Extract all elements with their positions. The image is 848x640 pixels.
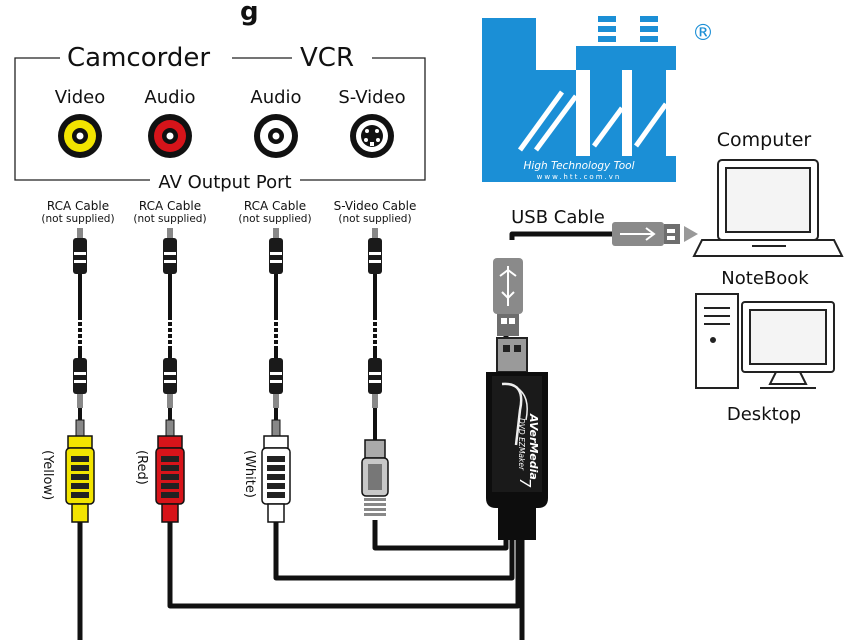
s-video-jack <box>350 114 394 158</box>
cable-layer <box>65 228 389 523</box>
notebook-icon <box>692 159 844 257</box>
cable-name-white: RCA Cable <box>244 199 306 213</box>
white-audio-jack <box>254 114 298 158</box>
device-model: DVD EZMaker <box>517 418 526 471</box>
usb-cable-label: USB Cable <box>511 207 605 228</box>
color-label-white: (White) <box>242 450 257 498</box>
vcr-label: VCR <box>300 43 354 73</box>
logo-tagline: High Technology Tool <box>524 160 635 172</box>
notebook-label: NoteBook <box>721 268 809 289</box>
computer-heading: Computer <box>717 129 812 151</box>
title-fragment: g <box>240 0 259 27</box>
cable-note-red: (not supplied) <box>133 213 206 225</box>
cable-name-s-video: S-Video Cable <box>334 199 417 213</box>
htt-logo <box>482 16 676 182</box>
port-label-audio-red: Audio <box>144 87 195 108</box>
yellow-video-jack <box>58 114 102 158</box>
cable-name-red: RCA Cable <box>139 199 201 213</box>
cable-2 <box>155 228 185 523</box>
cable-note-s-video: (not supplied) <box>338 213 411 225</box>
logo-registered: ® <box>692 21 714 46</box>
desktop-label: Desktop <box>727 404 801 425</box>
cable-note-yellow: (not supplied) <box>41 213 114 225</box>
capture-device <box>486 372 548 540</box>
port-label-audio-white: Audio <box>250 87 301 108</box>
device-brand: AVerMedia <box>527 413 540 480</box>
device-usb-connector <box>496 337 528 373</box>
port-label-s-video: S-Video <box>338 87 405 108</box>
color-label-yellow: (Yellow) <box>40 450 55 500</box>
usb-plug-horizontal <box>612 222 698 246</box>
device-model-number: 7 <box>516 478 534 488</box>
av-output-port-label: AV Output Port <box>158 172 291 193</box>
cable-3 <box>261 228 291 523</box>
cable-name-yellow: RCA Cable <box>47 199 109 213</box>
red-audio-jack <box>148 114 192 158</box>
camcorder-label: Camcorder <box>67 43 210 73</box>
logo-url: www.htt.com.vn <box>537 173 622 181</box>
cable-1 <box>65 228 95 523</box>
usb-plug-vertical <box>493 258 523 336</box>
color-label-red: (Red) <box>134 450 149 485</box>
port-label-video: Video <box>55 87 105 108</box>
cable-note-white: (not supplied) <box>238 213 311 225</box>
desktop-icon <box>695 293 835 389</box>
source-frame <box>14 57 426 181</box>
cable-4 <box>361 228 389 516</box>
